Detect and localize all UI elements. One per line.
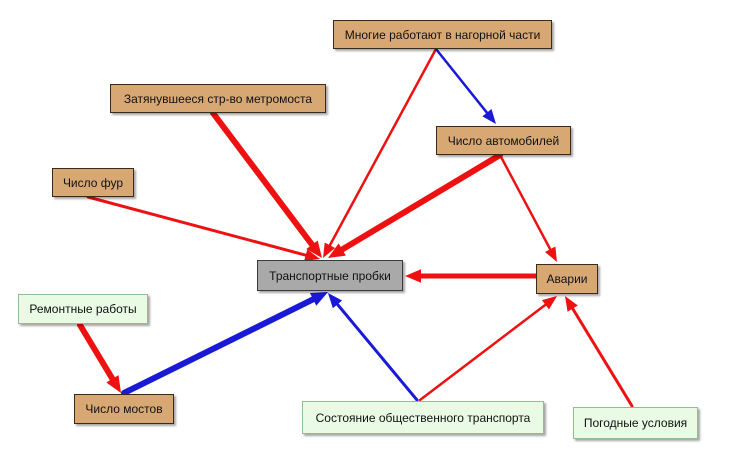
edge-line: [339, 152, 503, 253]
edge-avarii-to-probki: [405, 269, 539, 283]
node-label: Погодные условия: [583, 416, 688, 430]
node-chislo-fur: Число фур: [52, 168, 134, 197]
edge-line: [328, 47, 438, 247]
arrowhead-icon: [544, 246, 557, 262]
arrowhead-icon: [304, 249, 320, 262]
edge-obshtrans-to-probki: [328, 293, 419, 402]
edge-line: [498, 153, 552, 251]
node-mnogie-rabotayut: Многие работают в нагорной части: [333, 20, 552, 49]
node-obshchestvennyy-transport: Состояние общественного транспорта: [302, 401, 544, 434]
edge-line: [121, 296, 317, 396]
arrowhead-icon: [106, 375, 121, 393]
node-label: Транспортные пробки: [269, 268, 391, 283]
node-label: Состояние общественного транспорта: [315, 410, 531, 425]
edge-remont-to-mosty: [77, 322, 121, 393]
node-label: Ремонтные работы: [29, 302, 137, 316]
node-label: Число мостов: [85, 402, 163, 416]
arrowhead-icon: [309, 292, 328, 306]
edge-line: [571, 307, 634, 408]
edge-line: [210, 110, 316, 248]
node-metromost: Затянувшееся стр-во метромоста: [110, 84, 326, 113]
node-transportnye-probki: Транспортные пробки: [257, 260, 403, 291]
node-avarii: Аварии: [536, 264, 598, 294]
node-chislo-avtomobiley: Число автомобилей: [436, 126, 571, 155]
node-label: Аварии: [546, 272, 588, 286]
edge-line: [86, 195, 308, 257]
node-label: Число фур: [62, 175, 124, 190]
node-label: Число автомобилей: [447, 133, 560, 148]
edge-avto-to-probki: [328, 152, 503, 258]
arrowhead-icon: [482, 109, 496, 124]
node-label: Многие работают в нагорной части: [344, 27, 541, 42]
edge-avto-to-avarii: [498, 153, 557, 262]
arrowhead-icon: [565, 296, 578, 312]
arrowhead-icon: [405, 269, 421, 283]
edge-fury-to-probki: [86, 195, 320, 262]
node-pogodnye-usloviya: Погодные условия: [573, 407, 698, 439]
edge-line: [418, 303, 547, 402]
edge-mnogie-to-avto: [434, 47, 496, 124]
node-chislo-mostov: Число мостов: [74, 394, 174, 424]
edge-mnogie-to-probki: [323, 47, 438, 258]
arrowhead-icon: [323, 242, 336, 258]
arrowhead-icon: [541, 296, 557, 310]
edge-mosty-to-probki: [121, 292, 328, 396]
edge-line: [434, 47, 489, 114]
arrowhead-icon: [328, 243, 346, 258]
edge-line: [335, 302, 419, 402]
edge-pogoda-to-avarii: [565, 296, 634, 408]
edge-metromost-to-probki: [210, 110, 322, 258]
edge-obshtrans-to-avarii: [418, 296, 557, 402]
arrowhead-icon: [306, 240, 322, 258]
node-label: Затянувшееся стр-во метромоста: [123, 91, 313, 106]
edge-line: [77, 322, 116, 382]
node-remontnye-raboty: Ремонтные работы: [18, 294, 148, 324]
arrowhead-icon: [328, 293, 343, 309]
